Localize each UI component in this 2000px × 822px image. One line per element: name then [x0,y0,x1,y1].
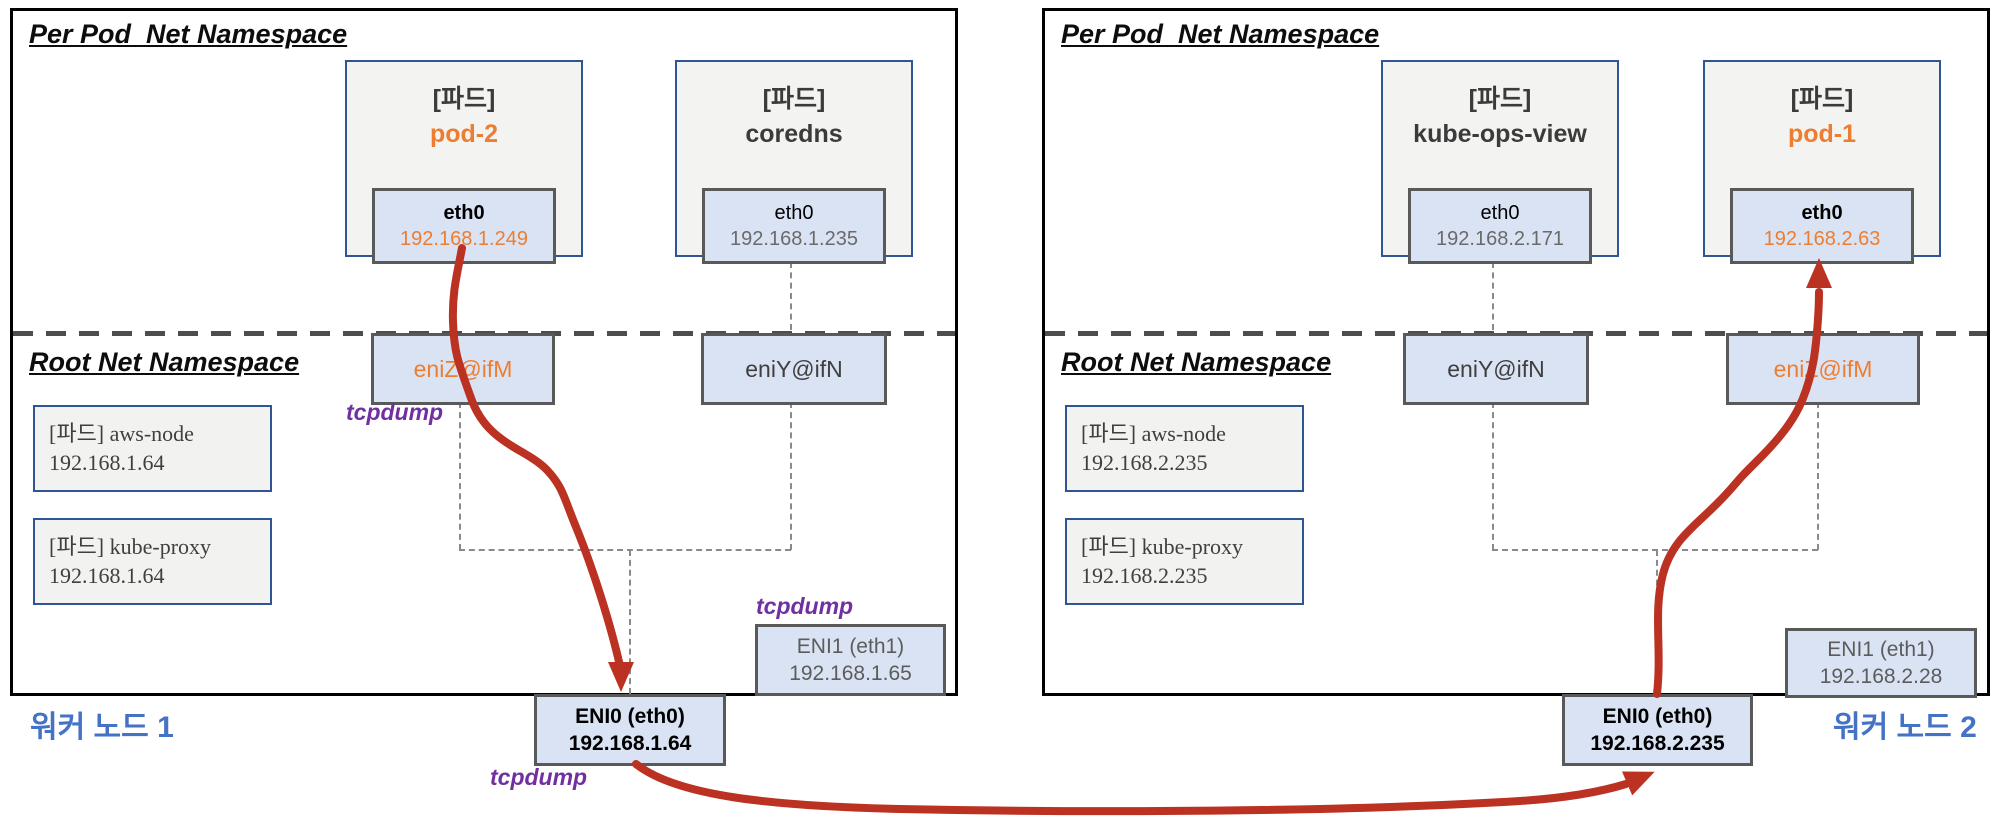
aws-node-box: [파드] aws-node 192.168.2.235 [1065,405,1304,492]
connector-junction-eni0 [629,550,631,694]
eth0-box-kube-ops-view: eth0 192.168.2.171 [1408,188,1592,264]
tcpdump-label-eni1: tcpdump [756,593,854,619]
worker-node-2-box: Per Pod Net Namespace [파드] kube-ops-view… [1042,8,1990,696]
connector-junction-eni0-2 [1656,550,1658,694]
pod-box-kube-ops-view: [파드] kube-ops-view eth0 192.168.2.171 [1381,60,1619,264]
pod-name: pod-2 [429,120,499,148]
eni1-box: ENI1 (eth1) 192.168.1.65 [755,624,946,696]
eni-label: ENI0 (eth0) [1602,705,1713,728]
kube-proxy-box: [파드] kube-proxy 192.168.1.64 [33,518,272,605]
system-pod-ip: 192.168.1.64 [49,450,165,475]
connector-junction-h-2 [1492,549,1818,551]
pod-tag: [파드] [1790,85,1854,113]
per-pod-namespace-title: Per Pod Net Namespace [29,19,348,49]
worker-node-1-box: Per Pod Net Namespace [파드] pod-2 eth0 19… [10,8,958,696]
veth-eniY-box: eniY@ifN [1403,333,1589,405]
flow-eni0-to-eni0 [632,760,1630,816]
eth0-box-pod-2: eth0 192.168.1.249 [372,188,556,264]
connector-eniY-down-2 [1492,402,1494,550]
root-namespace-title: Root Net Namespace [1061,347,1332,377]
system-pod-name: [파드] aws-node [1081,421,1226,446]
connector-junction-h [459,549,791,551]
per-pod-namespace-title: Per Pod Net Namespace [1061,19,1380,49]
system-pod-name: [파드] kube-proxy [49,534,212,559]
veth-eniZ-box: eniZ@ifM [1726,333,1920,405]
eni-ip: 192.168.2.28 [1819,665,1943,688]
iface-ip: 192.168.2.63 [1763,228,1881,250]
connector-kov-eniY [1492,262,1494,330]
eni-label: ENI1 (eth1) [796,635,905,658]
system-pod-name: [파드] aws-node [49,421,194,446]
worker-node-2-label: 워커 노드 2 [1833,711,1977,744]
eni0-box-node1: ENI0 (eth0) 192.168.1.64 [534,694,726,766]
pod-tag: [파드] [762,85,826,113]
eni1-box-node2: ENI1 (eth1) 192.168.2.28 [1785,628,1977,698]
iface-label: eth0 [1801,202,1843,224]
pod-header: [파드] pod-1 [1705,82,1939,152]
iface-label: eth0 [1480,202,1520,224]
system-pod-ip: 192.168.2.235 [1081,563,1208,588]
iface-ip: 192.168.1.235 [730,228,858,250]
pod-header: [파드] kube-ops-view [1383,82,1617,152]
pod-box-pod-2: [파드] pod-2 eth0 192.168.1.249 [345,60,583,264]
worker-node-1-label: 워커 노드 1 [30,711,174,744]
veth-eniY-box: eniY@ifN [701,333,887,405]
eni-ip: 192.168.1.64 [568,732,692,755]
connector-eniY-down [790,402,792,550]
pod-name: kube-ops-view [1413,120,1587,148]
pod-box-pod-1: [파드] pod-1 eth0 192.168.2.63 [1703,60,1941,264]
connector-coredns-eniY [790,262,792,330]
iface-ip: 192.168.2.171 [1436,228,1564,250]
pod-header: [파드] coredns [677,82,911,152]
aws-node-box: [파드] aws-node 192.168.1.64 [33,405,272,492]
eni0-box-node2: ENI0 (eth0) 192.168.2.235 [1562,694,1753,766]
iface-label: eth0 [774,202,814,224]
pod-name: coredns [745,120,843,148]
eni-label: ENI0 (eth0) [575,705,685,728]
connector-eniZ-down-2 [1817,402,1819,550]
system-pod-ip: 192.168.2.235 [1081,450,1208,475]
eth0-box-coredns: eth0 192.168.1.235 [702,188,886,264]
tcpdump-label-eni0: tcpdump [490,764,588,790]
eni-ip: 192.168.2.235 [1590,732,1725,755]
eni-label: ENI1 (eth1) [1827,638,1935,661]
tcpdump-label-veth: tcpdump [346,399,444,425]
pod-tag: [파드] [1468,85,1532,113]
root-namespace-title: Root Net Namespace [29,347,300,377]
pod-name: pod-1 [1787,120,1857,148]
system-pod-ip: 192.168.1.64 [49,563,165,588]
connector-eniZ-down [459,402,461,550]
kube-proxy-box: [파드] kube-proxy 192.168.2.235 [1065,518,1304,605]
system-pod-name: [파드] kube-proxy [1081,534,1244,559]
iface-label: eth0 [443,202,485,224]
veth-eniZ-box: eniZ@ifM [371,333,555,405]
pod-tag: [파드] [432,85,496,113]
pod-header: [파드] pod-2 [347,82,581,152]
iface-ip: 192.168.1.249 [400,228,528,250]
eni-ip: 192.168.1.65 [789,662,912,685]
eth0-box-pod-1: eth0 192.168.2.63 [1730,188,1914,264]
pod-box-coredns: [파드] coredns eth0 192.168.1.235 [675,60,913,264]
